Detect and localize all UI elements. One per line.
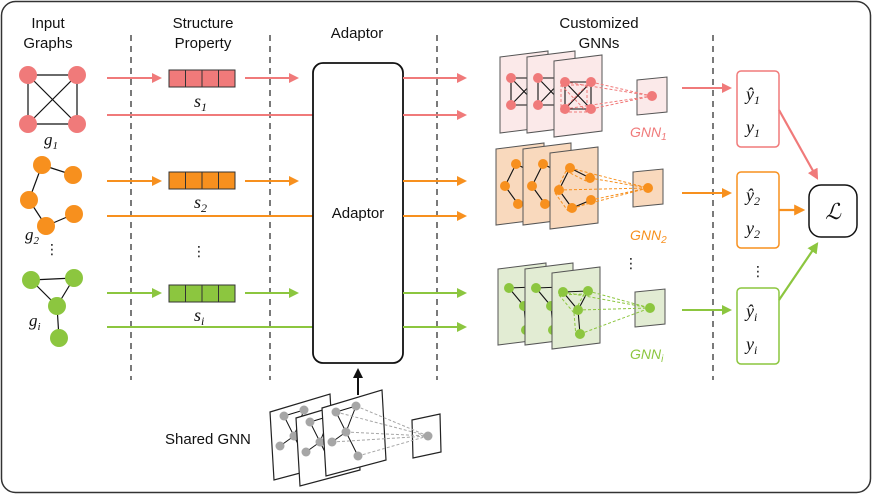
- shared-gnn-readout-edge: [357, 435, 429, 457]
- shared-gnn-node: [305, 417, 315, 427]
- output-y-i: yi: [744, 334, 757, 357]
- header-customized-gnns-line2: GNNs: [579, 35, 620, 52]
- shared-gnn: [269, 389, 442, 487]
- property-label-s2: s2: [194, 192, 207, 215]
- gnn-readout-edge: [590, 81, 653, 97]
- property-label-si: si: [194, 305, 204, 328]
- gnn-message-edge: [554, 192, 569, 212]
- shared-gnn-node: [289, 431, 299, 441]
- graph-label-gi: gi: [29, 311, 41, 333]
- header-adaptor: Adaptor: [331, 25, 384, 42]
- gnn-node: [531, 283, 541, 293]
- gnn-node: [500, 181, 510, 191]
- customized-gnn-1: [499, 50, 668, 138]
- property-vector-s2: [168, 171, 236, 190]
- gnn-node: [513, 199, 523, 209]
- output-y-2: y2: [744, 218, 760, 241]
- graph-label-g1: g1: [44, 130, 58, 152]
- graph-label-g2: g2: [25, 225, 40, 247]
- gnn-message-edge: [558, 294, 575, 314]
- shared-gnn-edge: [345, 405, 357, 433]
- gnn-layer: [549, 146, 599, 230]
- gnn-node: [506, 100, 516, 110]
- property-vector-si: [168, 284, 236, 303]
- gnn-readout-edge: [569, 167, 649, 189]
- shared-gnn-readout-node: [423, 431, 433, 441]
- gnn-node: [538, 159, 548, 169]
- shared-gnn-node: [279, 411, 289, 421]
- output-yhat-1: ŷ1: [744, 84, 760, 107]
- shared-gnn-readout-edge: [345, 431, 429, 437]
- loss-symbol: ℒ: [825, 199, 842, 224]
- gnn-readout-node: [645, 303, 655, 313]
- output-y-1: y1: [744, 117, 760, 140]
- header-input-graphs-line2: Graphs: [23, 35, 72, 52]
- gnn-node: [533, 73, 543, 83]
- gnn-readout-edge: [577, 307, 651, 311]
- gnn-label-i: GNNi: [630, 346, 664, 365]
- gnn-node: [533, 100, 543, 110]
- gnn-readout-edge: [590, 95, 653, 110]
- header-input-graphs-line1: Input: [31, 15, 65, 32]
- output-ellipsis: ⋮: [751, 263, 765, 279]
- shared-gnn-readout-edge: [355, 405, 429, 437]
- shared-gnn-node: [299, 405, 309, 415]
- header-structure-property-line2: Property: [175, 35, 232, 52]
- shared-gnn-readout-edge: [335, 411, 429, 437]
- gnn-node: [511, 159, 521, 169]
- gnn-label-1: GNN1: [630, 124, 667, 143]
- customized-gnn-i: [497, 262, 666, 350]
- gnn-message-edge: [558, 293, 585, 296]
- gnn-readout-node: [643, 183, 653, 193]
- loss-box: [808, 184, 858, 238]
- gnn-node: [506, 73, 516, 83]
- gnn-message-edge: [560, 84, 588, 113]
- gnn-label-2: GNN2: [630, 227, 667, 246]
- customized-gnn-2: [495, 142, 664, 230]
- output-box-i: [736, 287, 780, 365]
- gnn-message-edge: [565, 170, 587, 182]
- input-graph-g2: [20, 156, 83, 235]
- property-ellipsis: ⋮: [192, 243, 206, 259]
- gnn-ellipsis: ⋮: [624, 255, 638, 271]
- output-box-1: [736, 70, 780, 148]
- gnn-node: [527, 181, 537, 191]
- gnn-readout-node: [647, 91, 657, 101]
- property-label-s1: s1: [194, 91, 207, 114]
- header-customized-gnns-line1: Customized: [559, 15, 638, 32]
- shared-gnn-node: [315, 437, 325, 447]
- arrow-outputi-to-loss: [778, 242, 819, 301]
- output-yhat-i: ŷi: [744, 301, 757, 324]
- gnn-node: [540, 199, 550, 209]
- adaptor-box-label: Adaptor: [332, 205, 385, 222]
- shared-gnn-readout-edge: [331, 435, 429, 443]
- shared-gnn-node: [301, 447, 311, 457]
- gnn-readout-edge: [587, 290, 651, 309]
- input-graph-g1: [19, 66, 86, 133]
- property-vector-s1: [168, 69, 236, 88]
- graph-ellipsis: ⋮: [45, 241, 59, 257]
- shared-gnn-label: Shared GNN: [165, 431, 251, 448]
- arrow-output1-to-loss: [778, 109, 819, 180]
- input-graph-gi: [22, 269, 83, 347]
- column-separators: [130, 35, 714, 380]
- gnn-readout-edge: [579, 307, 651, 335]
- header-structure-property-line1: Structure: [173, 15, 234, 32]
- adaptor-box: [312, 62, 404, 364]
- output-yhat-2: ŷ2: [744, 185, 760, 208]
- gnn-readout-edge: [571, 187, 649, 209]
- gnn-node: [504, 283, 514, 293]
- shared-gnn-node: [275, 441, 285, 451]
